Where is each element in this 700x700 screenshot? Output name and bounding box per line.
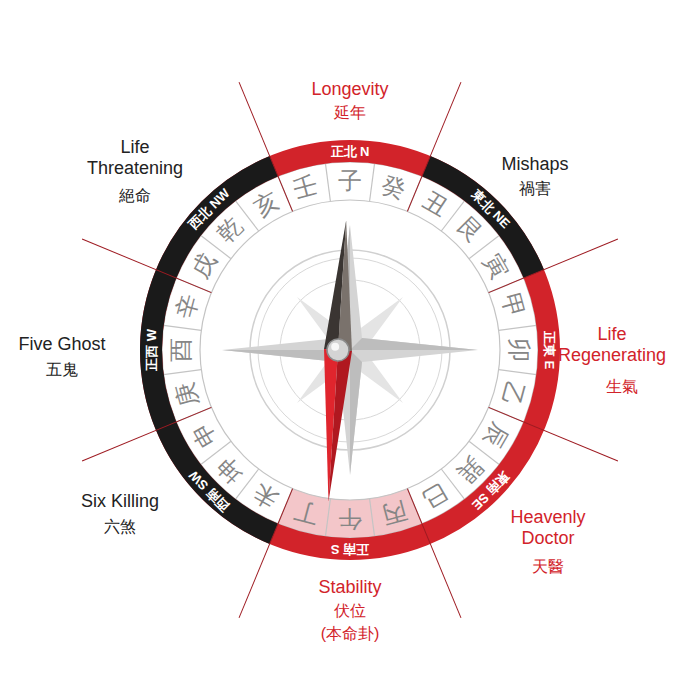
mountain-label: 癸: [379, 172, 408, 201]
mountain-label: 巳: [418, 480, 451, 513]
mountain-label: 寅: [480, 249, 513, 282]
direction-label: 正南 S: [331, 543, 369, 556]
sector-label: Five Ghost: [7, 334, 117, 355]
mountain-label: 未: [249, 480, 282, 513]
sector-label: 六煞: [80, 518, 160, 537]
mountain-label: 庚: [172, 379, 201, 408]
mountain-label: 辰: [480, 418, 513, 451]
sector-label: Heavenly Doctor: [493, 507, 603, 549]
sector-label: 五鬼: [22, 361, 102, 380]
mountain-label: 乾: [214, 214, 248, 248]
mountain-label: 艮: [453, 214, 487, 248]
sector-label: 絕命: [95, 187, 175, 206]
mountain-label: 戌: [187, 249, 220, 282]
mountain-label: 子: [338, 169, 362, 193]
mountain-label: 丁: [292, 499, 321, 528]
sector-label: 生氣: [582, 378, 662, 397]
mountain-label: 卯: [507, 338, 531, 362]
sector-label: 伏位: [310, 602, 390, 621]
direction-label: 正北 N: [331, 145, 370, 158]
sector-label: Longevity: [270, 79, 430, 100]
mountain-label: 酉: [169, 338, 193, 362]
sector-label: Life Threatening: [75, 137, 195, 179]
mountain-label: 坤: [214, 453, 248, 487]
direction-label: 正東 E: [543, 331, 556, 369]
mountain-label: 申: [187, 418, 220, 451]
sector-label: Six Killing: [55, 491, 185, 512]
mountain-label: 壬: [292, 172, 321, 201]
sector-label: 天醫: [508, 558, 588, 577]
sector-label: (本命卦): [300, 625, 400, 644]
sector-label: Stability: [290, 577, 410, 598]
mountain-label: 丑: [418, 187, 451, 220]
mountain-label: 甲: [499, 292, 528, 321]
mountain-label: 辛: [172, 292, 201, 321]
mountain-label: 亥: [249, 187, 282, 220]
mountain-label: 午: [338, 507, 362, 531]
sector-label: Mishaps: [475, 154, 595, 175]
sector-label: Life Regenerating: [547, 324, 677, 366]
mountain-label: 巽: [453, 453, 487, 487]
sector-label: 禍害: [495, 180, 575, 199]
mountain-label: 丙: [379, 499, 408, 528]
mountain-label: 乙: [499, 379, 528, 408]
sector-label: 延年: [310, 104, 390, 123]
direction-label: 正西 W: [145, 329, 158, 371]
